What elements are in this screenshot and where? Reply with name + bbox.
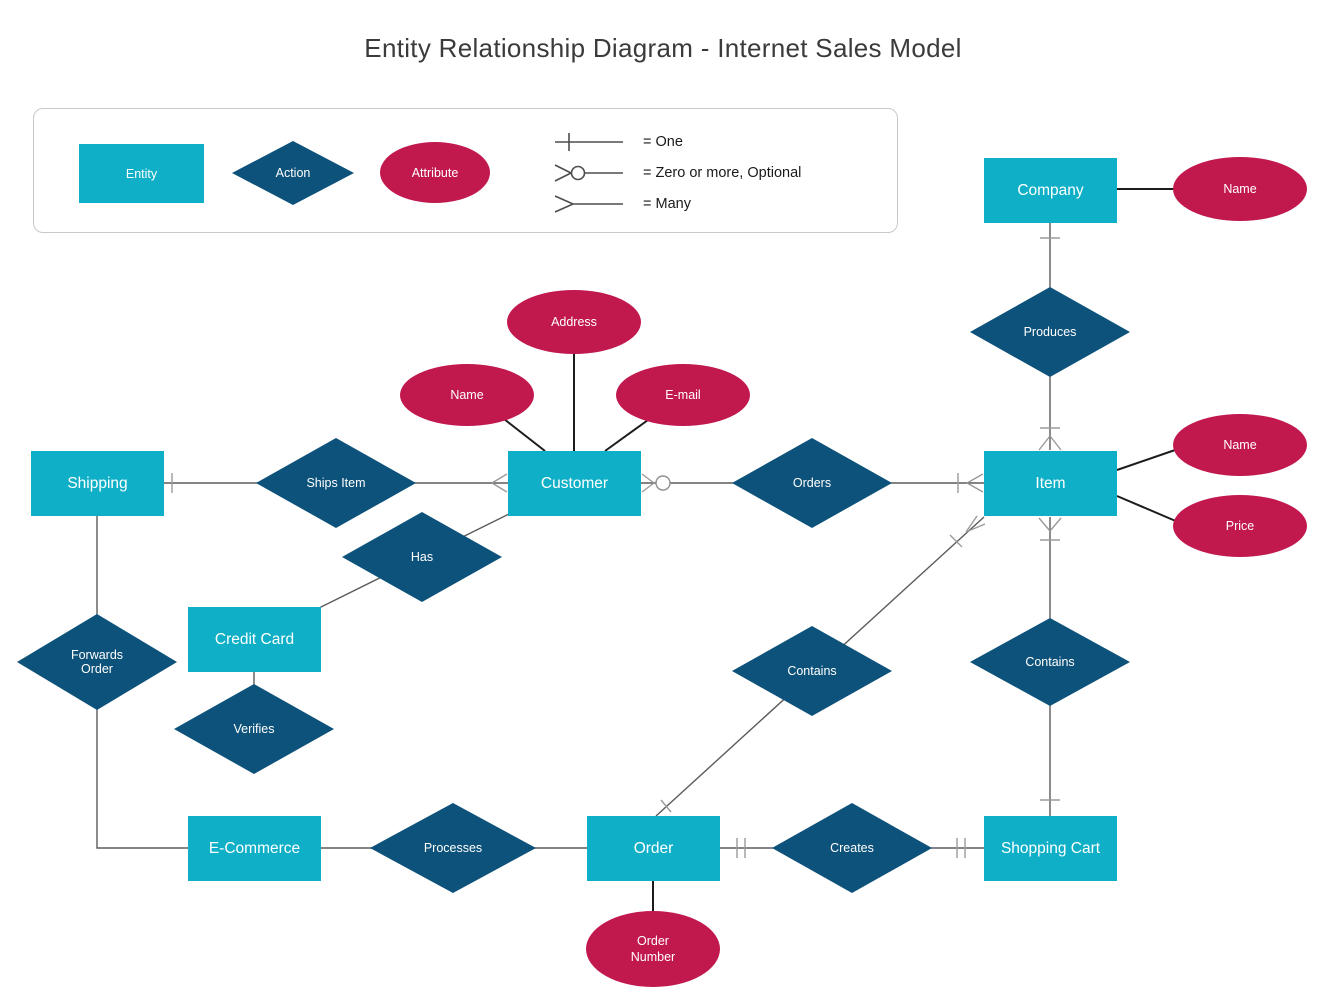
entity-shopping-cart: Shopping Cart bbox=[984, 816, 1117, 881]
edge-customer-orders-item bbox=[641, 473, 984, 493]
attribute-item-price: Price bbox=[1173, 495, 1307, 557]
edge-shipping-shipsitem-customer bbox=[164, 473, 508, 493]
legend-entity-label: Entity bbox=[125, 166, 158, 181]
entity-company: Company bbox=[984, 158, 1117, 223]
legend-many-label: = Many bbox=[643, 196, 691, 212]
edge-customer-name bbox=[503, 418, 546, 452]
legend-action-label: Action bbox=[275, 166, 311, 180]
legend-attribute-shape: Attribute bbox=[380, 142, 490, 203]
entity-customer: Customer bbox=[508, 451, 641, 516]
legend-attribute-label: Attribute bbox=[411, 165, 459, 180]
edge-item-price bbox=[1116, 495, 1179, 523]
entity-order: Order bbox=[587, 816, 720, 881]
legend-entity-shape: Entity bbox=[79, 144, 204, 203]
many-cardinality-icon bbox=[554, 195, 623, 213]
entity-credit-card: Credit Card bbox=[188, 607, 321, 672]
attribute-customer-email: E-mail bbox=[616, 364, 750, 426]
legend: Entity Action Attribute = One = Zero or … bbox=[33, 108, 898, 233]
entity-ecommerce: E-Commerce bbox=[188, 816, 321, 881]
zero-or-more-cardinality-icon bbox=[554, 164, 623, 182]
attribute-order-number: Order Number bbox=[586, 911, 720, 987]
attribute-customer-address: Address bbox=[507, 290, 641, 354]
attribute-item-name: Name bbox=[1173, 414, 1307, 476]
one-cardinality-icon bbox=[555, 133, 623, 151]
legend-action-shape: Action bbox=[232, 141, 354, 205]
entity-item: Item bbox=[984, 451, 1117, 516]
legend-row-many: = Many bbox=[553, 191, 691, 217]
legend-one-label: = One bbox=[643, 134, 683, 150]
diagram-title: Entity Relationship Diagram - Internet S… bbox=[364, 33, 962, 63]
edge-item-name bbox=[1116, 448, 1179, 471]
edge-company-produces-item bbox=[1038, 223, 1062, 451]
entity-shipping: Shipping bbox=[31, 451, 164, 516]
legend-row-one: = One bbox=[553, 129, 683, 155]
edge-customer-email bbox=[604, 419, 649, 452]
legend-zero-or-more-label: = Zero or more, Optional bbox=[643, 165, 802, 181]
attribute-company-name: Name bbox=[1173, 157, 1307, 221]
attribute-customer-name: Name bbox=[400, 364, 534, 426]
legend-row-zero-or-more: = Zero or more, Optional bbox=[553, 160, 801, 186]
